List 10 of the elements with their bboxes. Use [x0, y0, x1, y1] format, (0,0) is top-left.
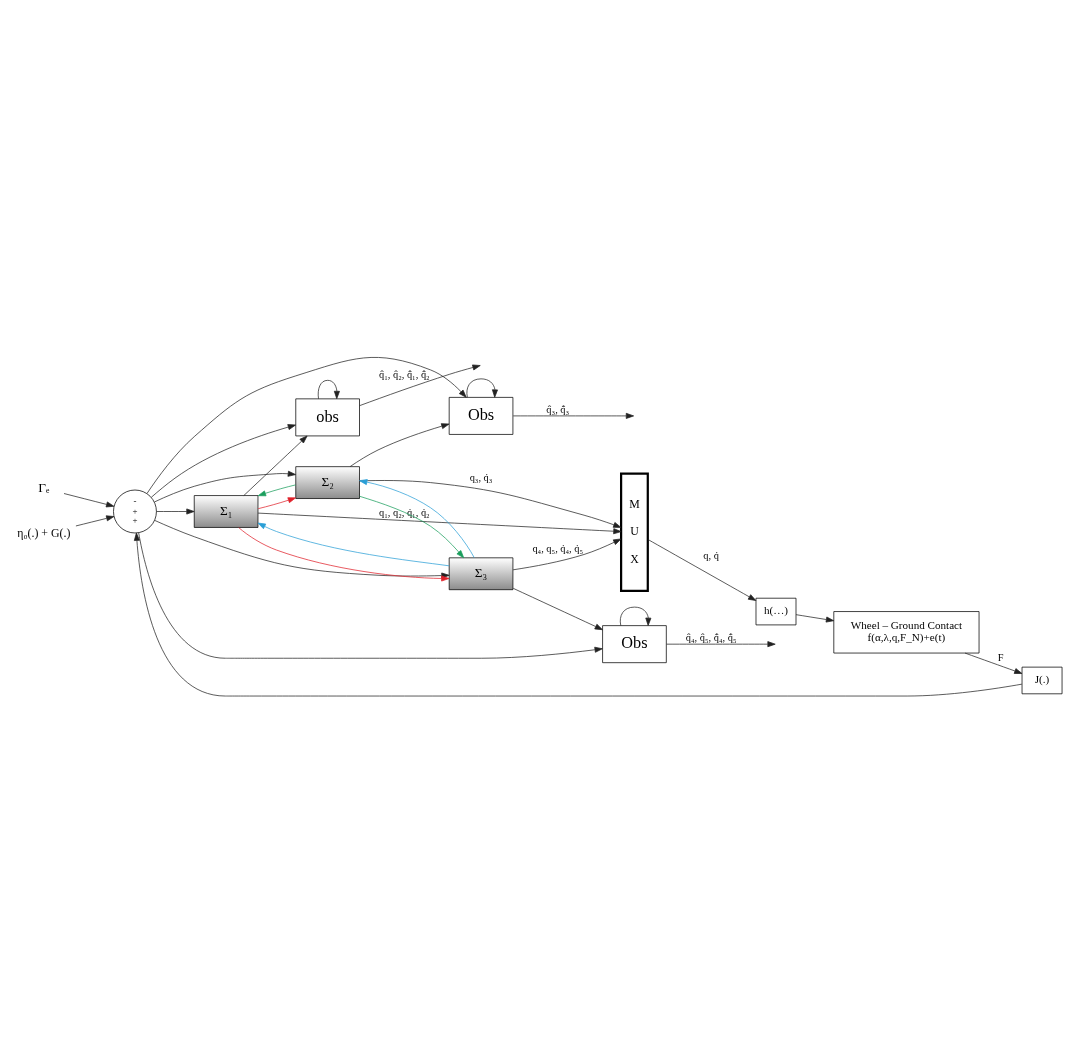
node-text: η₀(.) + G(.) — [17, 525, 71, 540]
edge-label: q̂₁, q̂₂, q̂̇₁, q̂̇₂ — [378, 368, 430, 380]
node-text: Γₑ — [38, 479, 50, 495]
edge-label: q̂₃, q̂̇₃ — [546, 403, 570, 415]
edge-label: F — [997, 651, 1004, 663]
edge-label: q, q̇ — [703, 549, 719, 561]
edge-label: q₃, q̇₃ — [469, 471, 493, 483]
edge-label: q₁, q₂, q̇₁, q̇₂ — [378, 506, 430, 518]
edge-label: q̂₄, q̂₅, q̂̇₄, q̂̇₅ — [685, 631, 737, 643]
edge-label: q₄, q₅, q̇₄, q̇₅ — [532, 542, 584, 554]
